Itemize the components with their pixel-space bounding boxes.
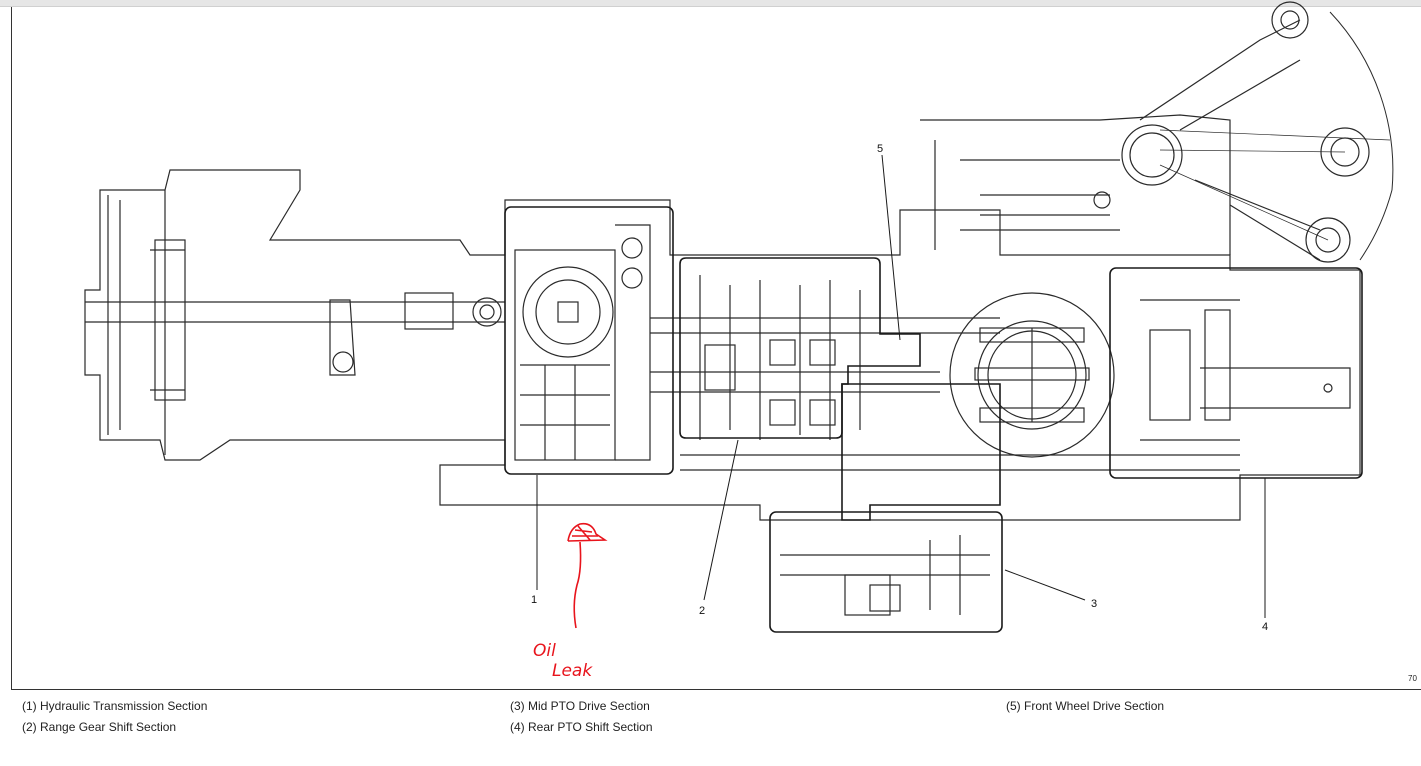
viewer-top-bar	[0, 0, 1421, 7]
legend-item-5: (5) Front Wheel Drive Section	[1006, 699, 1165, 713]
mid-pto-shaft	[780, 554, 990, 576]
main-shaft	[650, 317, 1000, 334]
legend-item-1: (1) Hydraulic Transmission Section	[22, 699, 208, 713]
legend-item-3: (3) Mid PTO Drive Section	[510, 699, 650, 713]
annotation-oil: Oil	[533, 641, 556, 661]
legend-item-4: (4) Rear PTO Shift Section	[510, 720, 653, 734]
leak-marker-scribble	[567, 522, 608, 542]
section-box-5-front-wheel-drive	[841, 383, 1001, 521]
counter-shaft	[650, 371, 940, 393]
section-box-3-mid-pto-drive	[769, 511, 1003, 633]
callout-3: 3	[1091, 598, 1097, 610]
lift-arm	[1139, 19, 1321, 261]
input-shaft	[85, 301, 505, 323]
leader-line-5	[881, 154, 901, 341]
section-box-2-range-gear-shift	[679, 257, 921, 439]
figure-code: 70	[1408, 674, 1417, 683]
leader-line-3	[1004, 569, 1086, 601]
callout-5: 5	[877, 143, 883, 155]
oil-leak-annotation: Oil Leak	[533, 522, 608, 681]
section-box-1-hydraulic-transmission	[504, 206, 674, 475]
leader-line-2	[703, 439, 739, 601]
section-box-4-rear-pto-shift	[1109, 267, 1363, 479]
annotation-leak: Leak	[552, 661, 593, 681]
rear-pto-shaft	[1140, 299, 1351, 441]
callout-4: 4	[1262, 621, 1268, 633]
legend-item-2: (2) Range Gear Shift Section	[22, 720, 177, 734]
callout-1: 1	[531, 594, 537, 606]
leak-arrow-line	[573, 541, 582, 629]
transmission-housing	[84, 169, 1361, 521]
callout-2: 2	[699, 605, 705, 617]
differential-ring-gear	[949, 292, 1115, 458]
front-drive-housing	[920, 114, 1231, 255]
drawing-frame	[11, 7, 1421, 690]
hydraulic-pump	[514, 249, 616, 461]
